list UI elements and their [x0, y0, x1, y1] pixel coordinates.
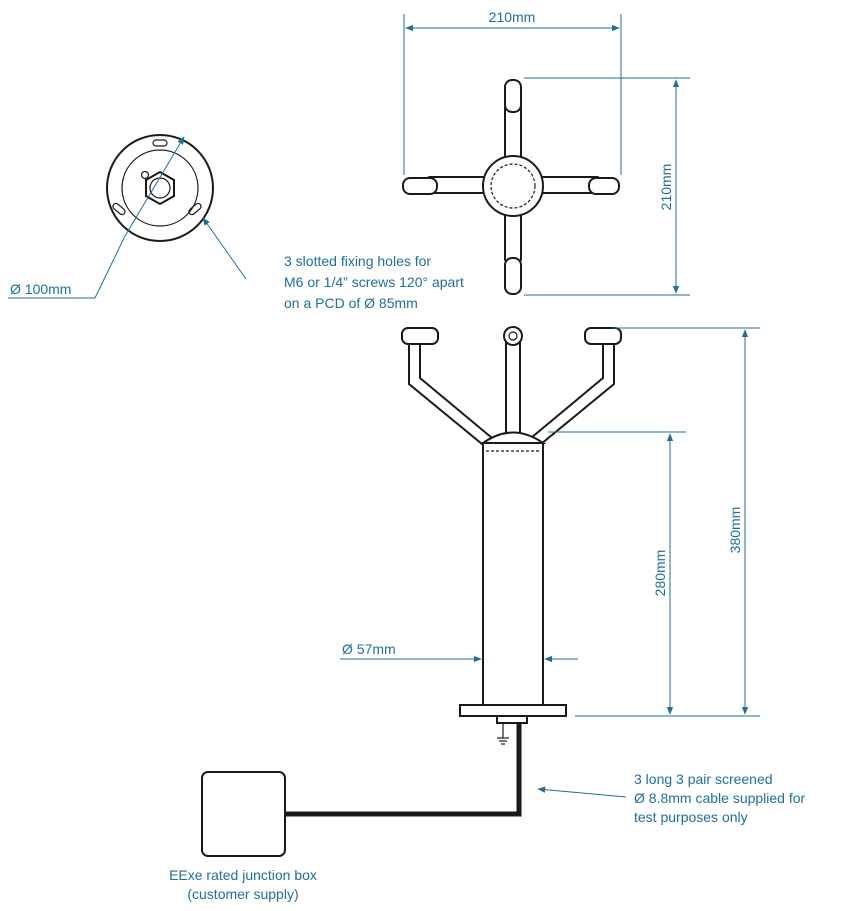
body-diameter-label: Ø 57mm: [342, 641, 396, 657]
junction-box-note-line1: EExe rated junction box: [169, 867, 317, 883]
side-view: [401, 326, 622, 745]
top-view: [402, 79, 620, 295]
top-height-dimension: [524, 77, 690, 296]
body-height-label: 280mm: [652, 550, 668, 597]
cable-note-line3: test purposes only: [634, 809, 748, 825]
cable-note-line2: Ø 8.8mm cable supplied for: [634, 790, 806, 806]
cable-leader: [537, 786, 627, 798]
cable: [286, 723, 522, 817]
junction-box: [201, 771, 286, 857]
cable-note-line1: 3 long 3 pair screened: [634, 771, 773, 787]
top-height-label: 210mm: [658, 164, 674, 211]
top-width-dimension: [403, 14, 622, 175]
top-width-label: 210mm: [489, 9, 536, 25]
fixing-holes-note-line1: 3 slotted fixing holes for: [284, 253, 431, 269]
junction-box-note-line2: (customer supply): [187, 886, 298, 902]
base-diameter-label: Ø 100mm: [10, 281, 71, 297]
total-height-label: 380mm: [727, 507, 743, 554]
base-plate-view: [106, 134, 214, 242]
total-height-dimension: [575, 327, 760, 717]
fixing-holes-note-line2: M6 or 1/4” screws 120° apart: [284, 274, 464, 290]
base-diameter-dimension: [8, 136, 247, 299]
body-height-dimension: [548, 431, 686, 715]
fixing-holes-note-line3: on a PCD of Ø 85mm: [284, 295, 418, 311]
